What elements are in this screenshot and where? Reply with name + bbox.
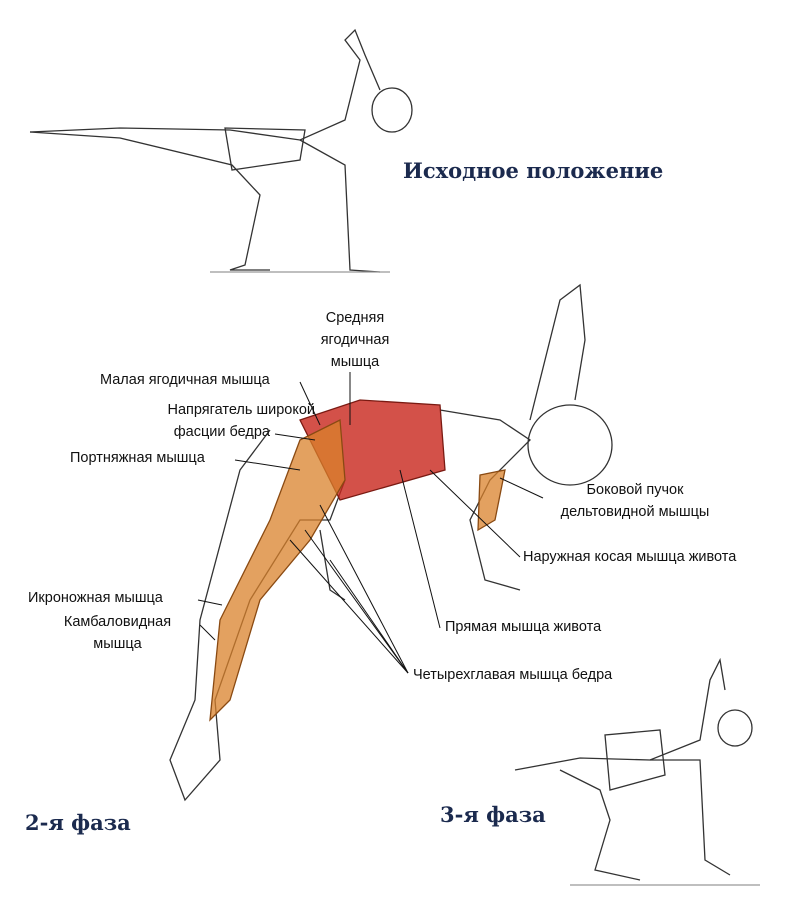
- title-start-position: Исходное положение: [403, 158, 664, 183]
- label-line: мышца: [330, 354, 380, 370]
- label-sartorius: Портняжная мышца: [70, 450, 205, 466]
- label-gluteus-medius: Средняя ягодичная мышца: [305, 307, 405, 373]
- label-soleus: Камбаловидная мышца: [35, 611, 200, 655]
- label-quadriceps: Четырехглавая мышца бедра: [413, 667, 613, 683]
- title-phase3: 3-я фаза: [440, 802, 546, 827]
- label-gastrocnemius: Икроножная мышца: [28, 590, 163, 606]
- label-line: Средняя: [325, 310, 385, 326]
- label-line: ягодичная: [320, 332, 390, 348]
- label-lateral-deltoid: Боковой пучок дельтовидной мышцы: [540, 479, 730, 523]
- label-external-oblique: Наружная косая мышца живота: [523, 549, 737, 565]
- label-line: фасции бедра: [173, 424, 270, 440]
- label-gluteus-minimus: Малая ягодичная мышца: [100, 372, 270, 388]
- label-tensor-fasciae-latae: Напрягатель широкой фасции бедра: [80, 399, 316, 443]
- label-rectus-abdominis: Прямая мышца живота: [445, 619, 602, 635]
- label-line: Камбаловидная: [63, 614, 172, 630]
- label-line: Напрягатель широкой: [167, 402, 316, 418]
- label-line: дельтовидной мышцы: [560, 504, 710, 520]
- figure-phase3: [514, 657, 760, 886]
- label-line: Боковой пучок: [586, 482, 684, 498]
- label-line: мышца: [93, 636, 142, 652]
- title-phase2: 2-я фаза: [25, 810, 131, 835]
- leader-lines: [197, 372, 544, 674]
- figure-start-position: [29, 28, 413, 273]
